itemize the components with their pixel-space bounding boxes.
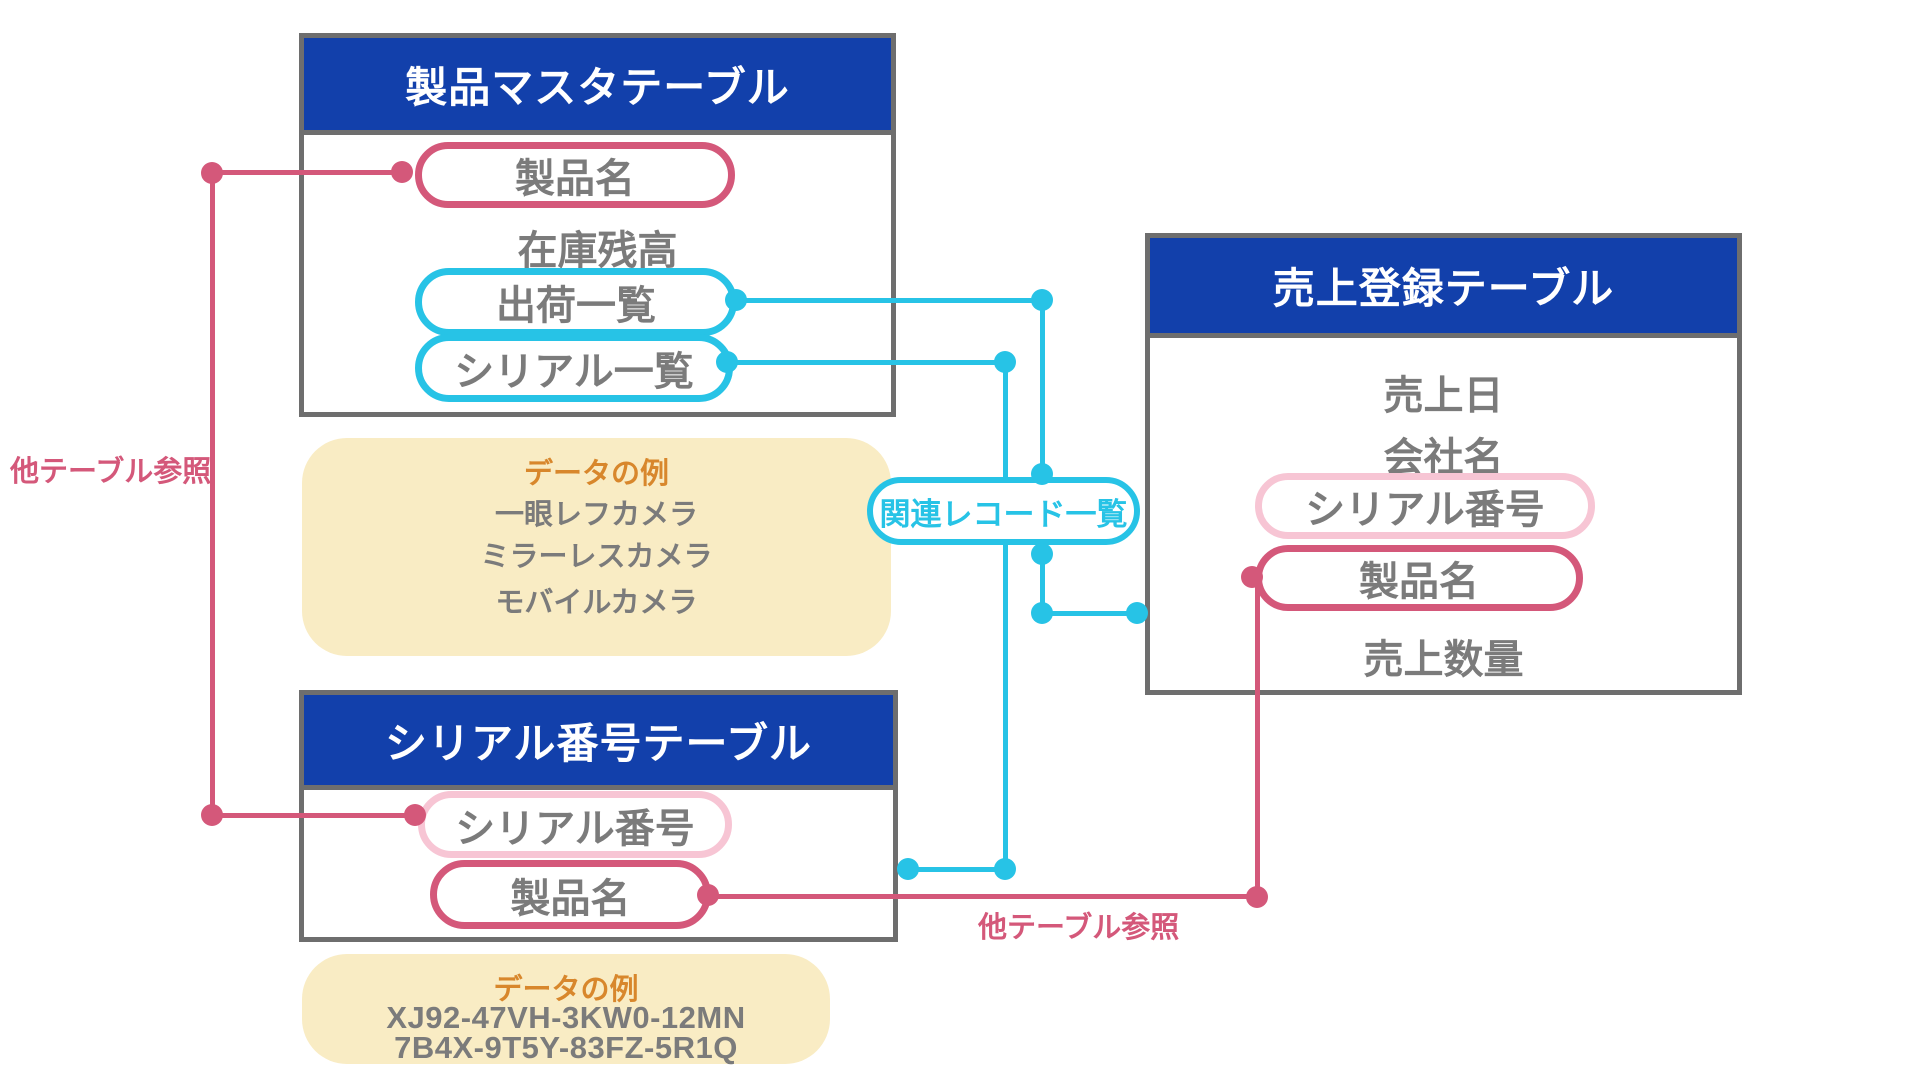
example-item: モバイルカメラ — [495, 587, 698, 619]
table-product-master: 製品マスタテーブル 在庫残高 製品名 出荷一覧 シリアル一覧 — [299, 33, 896, 417]
connector-dot — [1031, 463, 1053, 485]
cyan-line-seriallist-vertical-upper — [1003, 362, 1008, 477]
pink-line-left-vertical — [210, 172, 215, 817]
field-sales-date: 売上日 — [1383, 374, 1504, 418]
connector-dot — [994, 858, 1016, 880]
connector-dot — [1246, 886, 1268, 908]
table-serial-number-header: シリアル番号テーブル — [304, 695, 893, 790]
example-serial-code: 7B4X-9T5Y-83FZ-5R1Q — [394, 1030, 738, 1065]
connector-dot — [697, 884, 719, 906]
pink-line-right-vertical — [1255, 577, 1260, 899]
example-box-products-title: データの例 — [523, 458, 669, 490]
field-stock-balance: 在庫残高 — [517, 229, 678, 273]
pink-line-productname-left-horizontal — [212, 170, 402, 175]
pink-line-bottom-horizontal — [708, 894, 1257, 899]
field-pill-serial-number: シリアル番号 — [1255, 473, 1595, 539]
cyan-line-shipping-vertical — [1040, 300, 1045, 477]
field-pill-product-name-t3: 製品名 — [430, 860, 711, 929]
cyan-line-shipping-horizontal — [736, 298, 1042, 303]
cyan-line-seriallist-horizontal — [727, 360, 1005, 365]
cyan-line-to-sales-table-horizontal — [1042, 611, 1139, 616]
field-sales-quantity: 売上数量 — [1363, 638, 1524, 682]
related-records-badge: 関連レコード一覧 — [867, 477, 1140, 545]
example-box-products: データの例 一眼レフカメラ ミラーレスカメラ モバイルカメラ — [302, 438, 891, 656]
connector-dot — [1031, 602, 1053, 624]
example-box-serials-title: データの例 — [493, 974, 639, 1006]
connector-dot — [1241, 566, 1263, 588]
field-pill-serial-number-t3: シリアル番号 — [418, 791, 732, 858]
pink-line-serialnumber-left-horizontal — [212, 813, 415, 818]
connector-dot — [716, 351, 738, 373]
table-sales-entry-title: 売上登録テーブル — [1272, 265, 1615, 312]
other-table-reference-label-bottom: 他テーブル参照 — [978, 912, 1180, 944]
cyan-line-stub-below-relbox — [1040, 545, 1045, 615]
connector-dot — [201, 162, 223, 184]
connector-dot — [1126, 602, 1148, 624]
connector-dot — [1031, 543, 1053, 565]
cyan-line-vertical-lower — [1003, 545, 1008, 871]
example-item: 一眼レフカメラ — [494, 499, 698, 531]
table-sales-entry-header: 売上登録テーブル — [1150, 238, 1737, 338]
connector-dot — [391, 161, 413, 183]
connector-dot — [1031, 289, 1053, 311]
connector-dot — [725, 289, 747, 311]
connector-dot — [897, 858, 919, 880]
connector-dot — [404, 804, 426, 826]
field-pill-product-name-sales: 製品名 — [1255, 545, 1583, 611]
example-item: ミラーレスカメラ — [480, 541, 713, 573]
connector-dot — [994, 351, 1016, 373]
table-product-master-header: 製品マスタテーブル — [304, 38, 891, 135]
table-sales-entry: 売上登録テーブル 売上日 会社名 シリアル番号 製品名 売上数量 — [1145, 233, 1742, 695]
table-product-master-title: 製品マスタテーブル — [405, 63, 790, 111]
example-serial-code: XJ92-47VH-3KW0-12MN — [386, 1000, 746, 1035]
connector-dot — [201, 804, 223, 826]
example-box-serials: データの例 XJ92-47VH-3KW0-12MN 7B4X-9T5Y-83FZ… — [302, 954, 830, 1065]
field-pill-shipping-list: 出荷一覧 — [415, 268, 737, 336]
table-serial-number-title: シリアル番号テーブル — [384, 719, 813, 767]
cyan-line-to-serial-table-horizontal — [908, 867, 1005, 872]
field-pill-product-name: 製品名 — [415, 142, 735, 208]
other-table-reference-label-left: 他テーブル参照 — [10, 456, 212, 488]
field-pill-serial-list: シリアル一覧 — [415, 334, 733, 402]
